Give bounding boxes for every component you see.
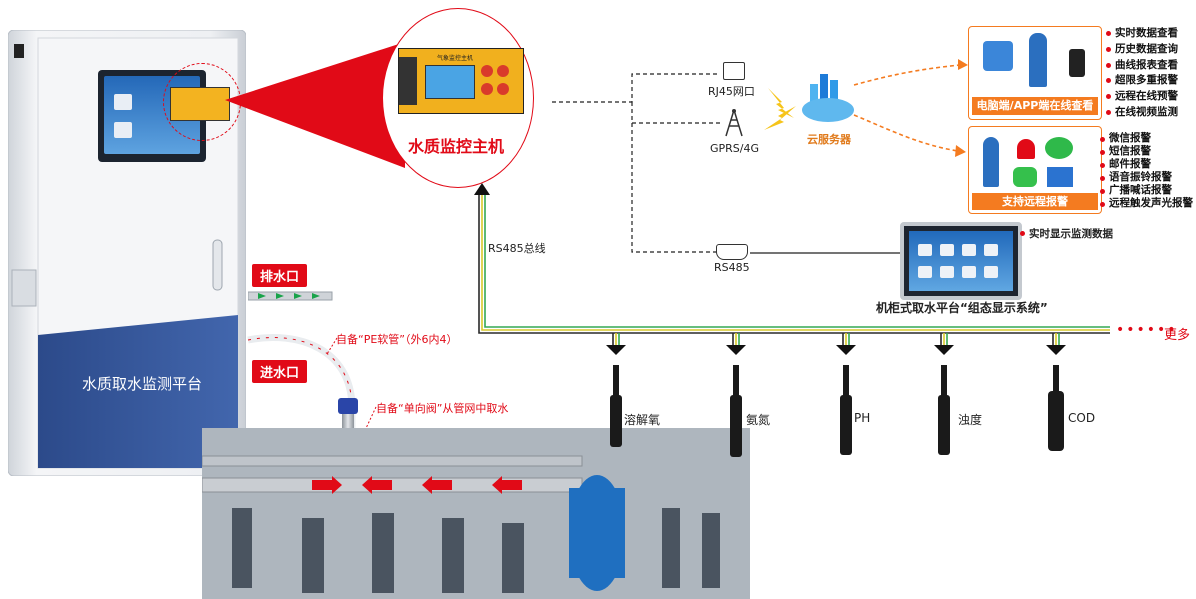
feature-item: 远程在线预警 — [1106, 89, 1178, 105]
mini-host — [170, 87, 230, 121]
zoom-beam — [225, 42, 405, 168]
cabinet-title: 水质取水监测平台 — [82, 375, 203, 393]
outlet-label: 排水口 — [252, 264, 308, 287]
check-valve-note: 自备“单向阀”从管网中取水 — [376, 402, 509, 415]
display-note: 实时显示监测数据 — [1029, 228, 1113, 240]
host-title: 水质监控主机 — [408, 137, 505, 156]
rj45-label: RJ45网口 — [708, 85, 755, 98]
rs485-port-label: RS485 — [714, 261, 750, 274]
online-features-list: 实时数据查看 历史数据查询 曲线报表查看 超限多重报警 远程在线预警 在线视频监… — [1106, 26, 1178, 121]
cloud-arrows — [853, 59, 968, 157]
network-links — [552, 73, 900, 254]
inlet-label: 进水口 — [252, 360, 308, 383]
antenna-icon — [725, 109, 743, 137]
cloud-server-icon — [802, 74, 854, 122]
outlet-pipe — [248, 291, 333, 301]
cabinet: 水质取水监测平台 — [7, 29, 247, 477]
feature-item: 在线视频监测 — [1106, 105, 1178, 121]
remote-alarm-banner: 支持远程报警 — [972, 193, 1098, 210]
rs485-bus-label: RS485总线 — [488, 242, 546, 255]
pe-hose — [247, 334, 356, 460]
sensor-label-ph: PH — [854, 411, 871, 425]
wechat-icon — [1045, 137, 1073, 159]
feature-item: 短信报警 — [1100, 145, 1193, 158]
wireless-bolt-icon — [764, 88, 796, 130]
sensor-probes — [610, 365, 1064, 457]
pump-room-photo — [202, 428, 750, 599]
rs485-bus-lines — [474, 183, 1110, 355]
feature-item: 远程触发声光报警 — [1100, 197, 1193, 210]
feature-item: 超限多重报警 — [1106, 73, 1178, 89]
check-valve — [338, 398, 358, 414]
host-device: 气象监控主机 — [398, 48, 524, 114]
feature-item: 微信报警 — [1100, 132, 1193, 145]
feature-item: 邮件报警 — [1100, 158, 1193, 171]
sensor-label-do: 溶解氧 — [624, 413, 661, 427]
sms-icon — [1013, 167, 1037, 187]
alarm-light-icon — [1017, 139, 1035, 159]
mail-icon — [1047, 167, 1073, 187]
more-label: 更多 — [1164, 328, 1191, 343]
gprs-label: GPRS/4G — [710, 142, 760, 155]
feature-item: 语音振铃报警 — [1100, 171, 1193, 184]
display-caption: 机柜式取水平台“组态显示系统” — [876, 301, 1048, 315]
pe-hose-pointer — [326, 337, 338, 355]
more-dots: •••••• — [1116, 322, 1178, 338]
feature-item: 实时数据查看 — [1106, 26, 1178, 42]
sensor-label-turbidity: 浊度 — [958, 413, 983, 427]
host-device-label: 气象监控主机 — [437, 55, 474, 62]
alarm-features-list: 微信报警 短信报警 邮件报警 语音振铃报警 广播喊话报警 远程触发声光报警 — [1100, 132, 1193, 210]
rj45-icon — [723, 62, 745, 80]
pe-hose-note: 自备“PE软管”（外6内4） — [336, 333, 458, 346]
host-lcd — [425, 65, 475, 99]
sensor-label-nh3n: 氨氮 — [746, 413, 771, 427]
sensor-label-cod: COD — [1068, 411, 1096, 425]
display-note-bullet — [1020, 231, 1025, 236]
feature-item: 历史数据查询 — [1106, 42, 1178, 58]
hmi-display — [900, 222, 1022, 300]
person-icon — [983, 137, 999, 187]
online-view-banner: 电脑端/APP端在线查看 — [972, 97, 1098, 115]
feature-item: 曲线报表查看 — [1106, 58, 1178, 74]
feature-item: 广播喊话报警 — [1100, 184, 1193, 197]
rs485-port-icon — [716, 244, 748, 260]
cloud-label: 云服务器 — [807, 133, 851, 146]
